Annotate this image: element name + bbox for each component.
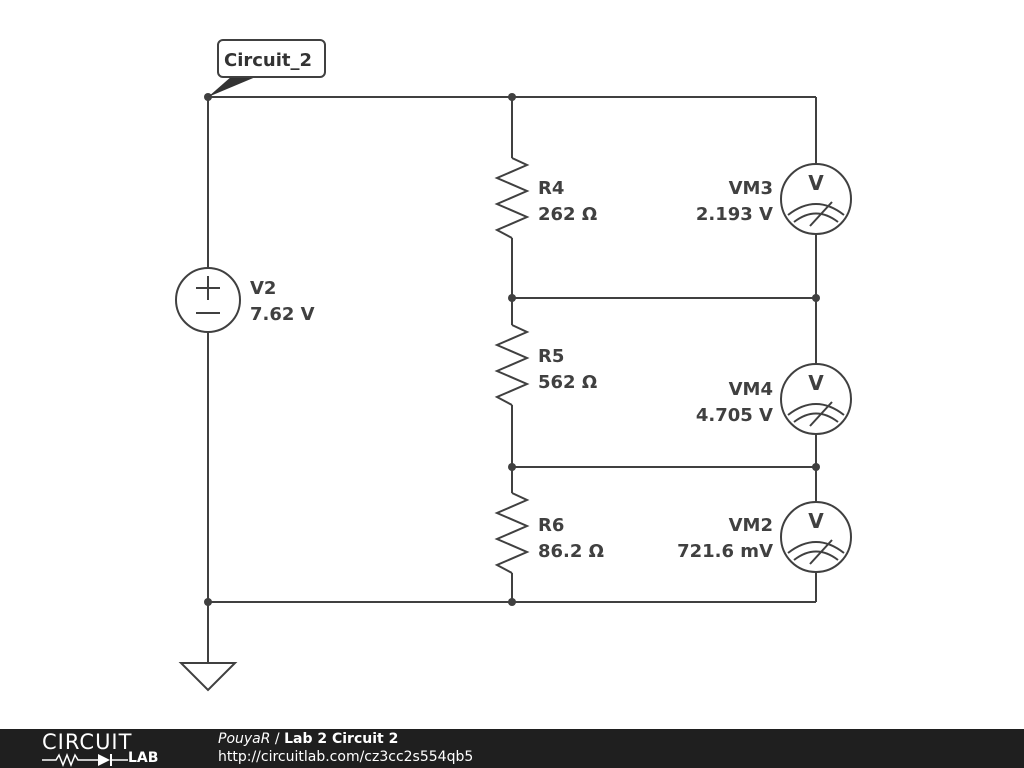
title-separator: / <box>270 731 285 747</box>
author-link[interactable]: PouyaR <box>218 731 271 747</box>
circuitlab-logo[interactable]: CIRCUIT LAB <box>42 731 182 767</box>
junction-dot <box>812 294 820 302</box>
resistor-name: R6 <box>538 515 564 536</box>
junction-dot <box>204 598 212 606</box>
circuit-url[interactable]: http://circuitlab.com/cz3cc2s554qb5 <box>218 749 474 765</box>
resistor-r4[interactable] <box>494 157 530 239</box>
net-label[interactable]: Circuit_2 <box>208 39 326 97</box>
ground-icon <box>178 662 238 692</box>
meter-value: 4.705 V <box>696 405 773 426</box>
net-label-text: Circuit_2 <box>224 50 312 71</box>
resistor-r5[interactable] <box>494 324 530 406</box>
meter-name: VM2 <box>729 515 773 536</box>
voltmeter-vm3[interactable]: V <box>780 163 852 235</box>
resistor-value: 562 Ω <box>538 372 597 393</box>
meter-name: VM3 <box>729 178 773 199</box>
junction-dot <box>508 598 516 606</box>
resistor-r6[interactable] <box>494 492 530 574</box>
circuit-title-line: PouyaR / Lab 2 Circuit 2 <box>218 731 398 748</box>
circuit-title[interactable]: Lab 2 Circuit 2 <box>284 731 399 747</box>
voltage-source-v2[interactable] <box>175 267 241 333</box>
resistor-value: 262 Ω <box>538 204 597 225</box>
meter-name: VM4 <box>729 379 773 400</box>
meter-value: 2.193 V <box>696 204 773 225</box>
junction-dot <box>508 463 516 471</box>
voltmeter-symbol: V <box>808 371 824 395</box>
meter-value: 721.6 mV <box>677 541 773 562</box>
resistor-diode-icon <box>42 753 128 767</box>
source-name: V2 <box>250 278 276 299</box>
junction-dots <box>204 93 820 606</box>
voltmeter-symbol: V <box>808 171 824 195</box>
voltmeter-vm4[interactable]: V <box>780 363 852 435</box>
junction-dot <box>508 294 516 302</box>
source-value: 7.62 V <box>250 304 315 325</box>
voltmeter-symbol: V <box>808 509 824 533</box>
resistor-value: 86.2 Ω <box>538 541 604 562</box>
circuit-schematic: Circuit_2 V2 7.62 V R4 262 Ω R5 562 Ω R6… <box>175 39 852 692</box>
resistor-name: R4 <box>538 178 564 199</box>
footer-bar: CIRCUIT LAB PouyaR / Lab 2 Circuit 2 htt… <box>0 729 1024 768</box>
logo-bottom-text: LAB <box>128 750 159 766</box>
junction-dot <box>508 93 516 101</box>
voltmeter-vm2[interactable]: V <box>780 501 852 573</box>
junction-dot <box>812 463 820 471</box>
wires <box>207 96 817 662</box>
resistor-name: R5 <box>538 346 564 367</box>
logo-top-text: CIRCUIT <box>42 730 133 754</box>
